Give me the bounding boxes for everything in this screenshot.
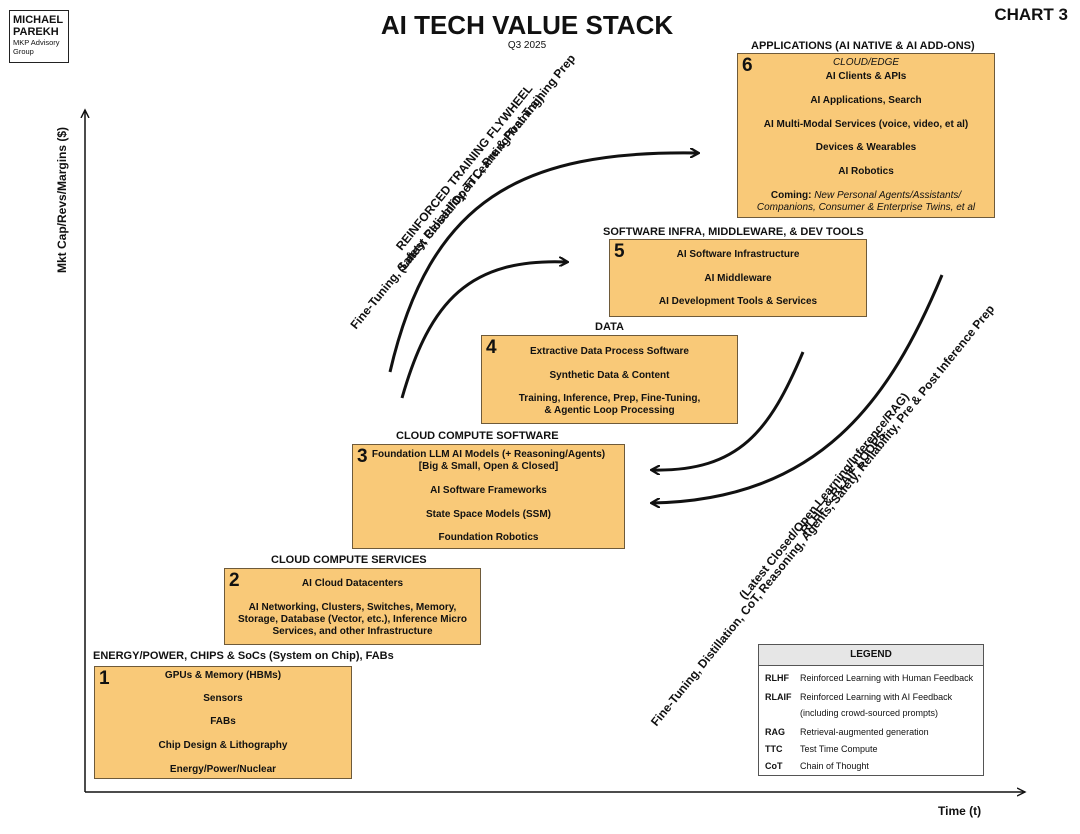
legend-abbr: RLHF [765,673,789,683]
page-title: AI TECH VALUE STACK [380,10,674,40]
layer-1-item: GPUs & Memory (HBMs) [164,670,282,681]
legend-entry: RLHF Reinforced Learning with Human Feed… [765,673,979,685]
layer-4-item: Training, Inference, Prep, Fine-Tuning, [518,393,701,404]
layer-3-item: AI Software Frameworks [430,485,547,496]
layer-5-box: 5 AI Software Infrastructure AI Middlewa… [609,239,867,317]
layer-3-number: 3 [357,446,368,467]
layer-6-item: AI Applications, Search [810,95,922,106]
layer-6-item: AI Multi-Modal Services (voice, video, e… [763,119,969,130]
legend-def: Reinforced Learning with AI Feedback [800,692,953,702]
legend-abbr: CoT [765,761,783,771]
flywheel-arrow-inner [400,262,567,399]
layer-6-item: AI Robotics [838,166,894,177]
x-axis-label: Time (t) [938,804,982,818]
layer-4-box: 4 Extractive Data Process Software Synth… [481,335,738,424]
layer-1-box: 1 GPUs & Memory (HBMs) Sensors FABs Chip… [94,666,352,779]
layer-3-title: CLOUD COMPUTE SOFTWARE [396,430,559,442]
layer-2-number: 2 [229,570,240,591]
layer-3-box: 3 Foundation LLM AI Models (+ Reasoning/… [352,444,625,549]
layer-2-item: AI Cloud Datacenters [301,578,404,589]
layer-6-title: APPLICATIONS (AI NATIVE & AI ADD-ONS) [751,40,975,52]
layer-3-item: Foundation Robotics [438,532,539,543]
layer-6-item: Devices & Wearables [815,142,917,153]
layer-1-item: Chip Design & Lithography [158,740,288,751]
legend-def: Test Time Compute [800,744,878,754]
legend-title: LEGEND [759,645,983,666]
logo-sub-line1: MKP Advisory [13,38,60,47]
logo-name-line2: PAREKH [13,26,59,38]
layer-2-title: CLOUD COMPUTE SERVICES [271,554,427,566]
legend-def-2: (including crowd-sourced prompts) [800,708,939,718]
legend-entry: RAG Retrieval-augmented generation [765,727,979,739]
layer-6-coming-line1: Coming: New Personal Agents/Assistants/ [738,190,994,201]
coming-text-1: New Personal Agents/Assistants/ [814,190,962,201]
layer-5-item: AI Software Infrastructure [676,249,800,260]
legend-abbr: RAG [765,727,785,737]
layer-1-item: Sensors [203,693,243,704]
logo-name-line1: MICHAEL [13,14,64,26]
layer-6-item-cloud-edge: CLOUD/EDGE [832,57,900,68]
layer-1-number: 1 [99,668,110,689]
layer-5-title: SOFTWARE INFRA, MIDDLEWARE, & DEV TOOLS [603,226,864,238]
layer-1-item: FABs [210,716,236,727]
layer-5-number: 5 [614,241,625,262]
layer-5-item: AI Middleware [704,273,772,284]
legend-def: Reinforced Learning with Human Feedback [800,673,974,683]
layer-2-box: 2 AI Cloud Datacenters AI Networking, Cl… [224,568,481,645]
logo-sub-line2: Group [13,47,34,56]
layer-5-item: AI Development Tools & Services [658,296,818,307]
layer-3-item: Foundation LLM AI Models (+ Reasoning/Ag… [371,449,606,460]
layer-1-title: ENERGY/POWER, CHIPS & SoCs (System on Ch… [93,650,394,662]
layer-3-item: [Big & Small, Open & Closed] [418,461,559,472]
legend-abbr: TTC [765,744,783,754]
chart-label: CHART 3 [994,5,1068,24]
flywheel-arrow-outer [388,153,698,373]
legend-entry: CoT Chain of Thought [765,761,979,773]
layer-4-item: Synthetic Data & Content [549,370,670,381]
layer-6-item: AI Clients & APIs [825,71,907,82]
author-logo: MICHAEL PAREKH MKP Advisory Group [9,10,69,63]
loop-arrow-outer [652,274,944,503]
layer-4-item: Extractive Data Process Software [530,346,689,357]
layer-4-number: 4 [486,337,497,358]
legend-entry: RLAIF Reinforced Learning with AI Feedba… [765,692,979,718]
layer-4-title: DATA [595,321,624,333]
layer-6-number: 6 [742,55,753,76]
layer-6-coming-line2: Companions, Consumer & Enterprise Twins,… [756,202,976,213]
coming-label: Coming: [770,190,812,201]
layer-2-item: AI Networking, Clusters, Switches, Memor… [248,602,457,613]
layer-4-item: & Agentic Loop Processing [544,405,675,416]
layer-2-item: Services, and other Infrastructure [272,626,433,637]
legend-box: LEGEND RLHF Reinforced Learning with Hum… [758,644,984,776]
layer-1-item: Energy/Power/Nuclear [169,764,277,775]
layer-2-item: Storage, Database (Vector, etc.), Infere… [238,614,467,625]
page-subtitle: Q3 2025 [507,40,547,51]
loop-arrow-inner [652,351,805,470]
layer-6-box: 6 CLOUD/EDGE AI Clients & APIs AI Applic… [737,53,995,218]
legend-entry: TTC Test Time Compute [765,744,979,756]
layer-3-item: State Space Models (SSM) [425,509,552,520]
legend-def: Retrieval-augmented generation [800,727,929,737]
y-axis-label: Mkt Cap/Revs/Margins ($) [55,126,69,273]
legend-def: Chain of Thought [800,761,869,771]
legend-abbr: RLAIF [765,692,792,702]
